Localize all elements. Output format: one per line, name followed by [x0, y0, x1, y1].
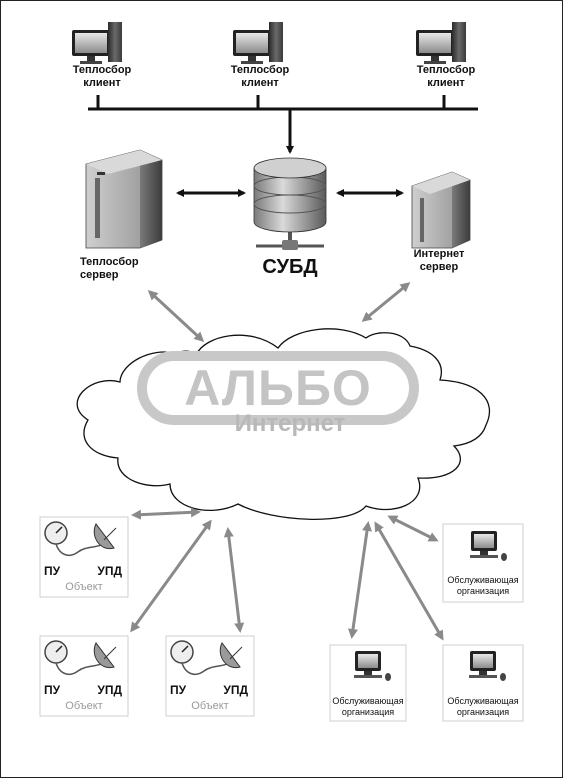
- service-org-label-3: Обслуживающая организация: [443, 696, 523, 718]
- dbms-database-icon: [253, 157, 327, 250]
- albo-logo: [137, 351, 419, 425]
- meter-gauge-icon: [44, 640, 68, 664]
- web-server-label-line2: сервер: [419, 261, 459, 273]
- client-workstation-1: [72, 22, 122, 64]
- device-label: УПД: [97, 683, 122, 697]
- server-bay-icon: [420, 198, 424, 242]
- object-box-1: [39, 516, 129, 598]
- meter-gauge-icon: [44, 521, 68, 545]
- device-label: УПД: [97, 564, 122, 578]
- service-org-line1: Обслуживающая: [447, 696, 519, 706]
- pc-tower-icon: [108, 22, 122, 62]
- service-org-line2: организация: [456, 586, 510, 596]
- client-label-line1: Теплосбор: [416, 64, 476, 76]
- internet-server: [411, 171, 471, 249]
- satellite-dish-icon: [93, 523, 117, 550]
- workstation-icon: [469, 651, 506, 681]
- meter-label: ПУ: [44, 564, 61, 578]
- object-caption: Объект: [65, 581, 103, 593]
- meter-label: ПУ: [170, 683, 187, 697]
- web-server-label-line1: Интернет: [413, 248, 465, 260]
- client-label-3: Теплосбор клиент: [406, 64, 486, 90]
- client-label-line2: клиент: [241, 77, 279, 89]
- cloud-service-org-1-arrow: [387, 515, 439, 542]
- teplosbor-server: [85, 149, 163, 249]
- client-label-line2: клиент: [83, 77, 121, 89]
- dbms-label: СУБД: [262, 256, 318, 278]
- client-label-line2: клиент: [427, 77, 465, 89]
- object-box-2: [39, 635, 129, 717]
- cloud-service-org-3-arrow: [374, 521, 444, 641]
- cloud-object-2-arrow: [130, 519, 212, 633]
- object-caption: Объект: [65, 700, 103, 712]
- client-label-1: Теплосбор клиент: [62, 64, 142, 90]
- server-label-line2: сервер: [80, 269, 119, 281]
- pc-tower-icon: [269, 22, 283, 62]
- server-bay-icon: [95, 178, 100, 238]
- albo-logo-text: АЛЬБО: [184, 360, 372, 416]
- client-label-2: Теплосбор клиент: [220, 64, 300, 90]
- client-bus: [88, 95, 478, 111]
- service-org-line2: организация: [341, 707, 395, 717]
- client-workstation-3: [416, 22, 466, 64]
- service-org-line2: организация: [456, 707, 510, 717]
- cloud-webserver-arrow: [361, 282, 411, 322]
- client-label-line1: Теплосбор: [72, 64, 132, 76]
- workstation-icon: [470, 531, 507, 561]
- pc-tower-icon: [452, 22, 466, 62]
- meter-gauge-icon: [170, 640, 194, 664]
- satellite-dish-icon: [219, 642, 243, 669]
- object-caption: Объект: [191, 700, 229, 712]
- cloud-label: Интернет: [234, 410, 346, 437]
- server-label: Теплосбор сервер: [80, 256, 164, 282]
- service-org-box-1: [442, 523, 524, 603]
- client-label-line1: Теплосбор: [230, 64, 290, 76]
- cloud-object-1-arrow: [131, 507, 201, 520]
- service-org-line1: Обслуживающая: [332, 696, 404, 706]
- cloud-service-org-2-arrow: [348, 521, 372, 639]
- workstation-icon: [354, 651, 391, 681]
- service-org-line1: Обслуживающая: [447, 575, 519, 585]
- device-label: УПД: [223, 683, 248, 697]
- satellite-dish-icon: [93, 642, 117, 669]
- service-org-label-2: Обслуживающая организация: [330, 696, 406, 718]
- server-label-line1: Теплосбор: [80, 256, 139, 268]
- client-workstation-2: [233, 22, 283, 64]
- web-server-label: Интернет сервер: [404, 248, 474, 274]
- service-org-box-2: [329, 644, 407, 722]
- meter-label: ПУ: [44, 683, 61, 697]
- cloud-server-arrow: [147, 289, 205, 343]
- service-org-label-1: Обслуживающая организация: [443, 575, 523, 597]
- service-org-box-3: [442, 644, 524, 722]
- object-box-3: [165, 635, 255, 717]
- cloud-object-3-arrow: [223, 527, 245, 633]
